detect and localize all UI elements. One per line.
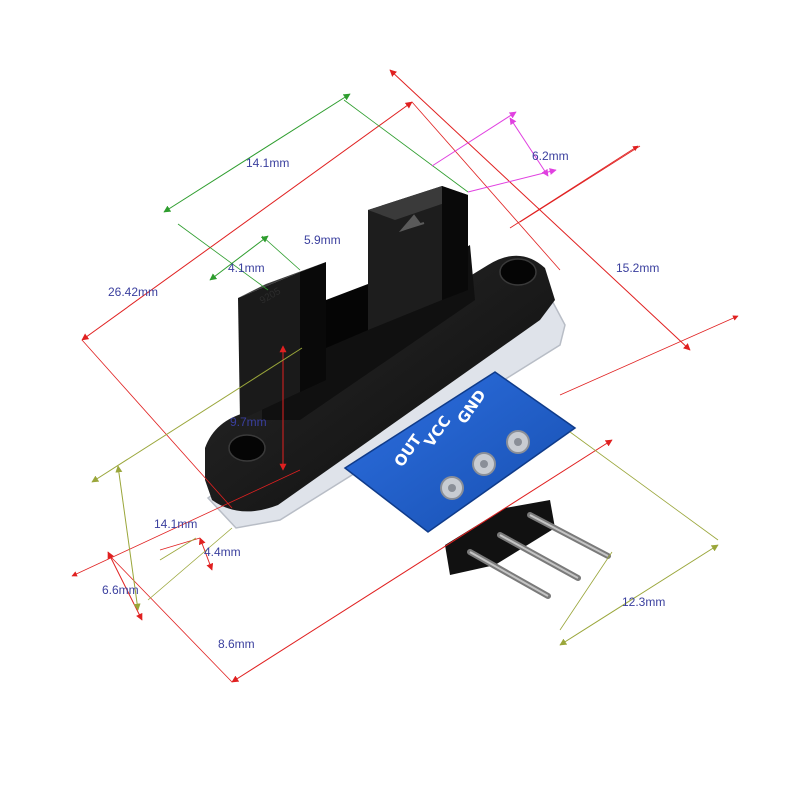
dim-label-14-1-top: 14.1mm [246,156,289,170]
dimension-labels: 14.1mm 6.2mm 5.9mm 26.42mm 4.1mm 15.2mm … [102,149,665,651]
dim-line-12-3 [559,544,719,646]
dim-line-14-1-top [163,93,351,213]
dim-label-26-42: 26.42mm [108,285,158,299]
dim-label-5-9: 5.9mm [304,233,341,247]
dim-line-4-4 [198,537,214,571]
mounting-hole-left [228,434,266,462]
dim-line-14-1-bottom [91,347,303,483]
dim-label-9-7: 9.7mm [230,415,267,429]
mounting-hole-right [499,258,537,286]
dim-label-15-2: 15.2mm [616,261,659,275]
dim-label-14-1-bottom: 14.1mm [154,517,197,531]
dim-line-15-2 [389,69,691,351]
dim-label-6-2: 6.2mm [532,149,569,163]
dim-line-6-2 [431,111,517,167]
dim-label-4-1: 4.1mm [228,261,265,275]
dim-label-6-6: 6.6mm [102,583,139,597]
dim-line-26-42 [81,101,413,341]
dim-label-4-4: 4.4mm [204,545,241,559]
dim-label-12-3: 12.3mm [622,595,665,609]
dimension-lines [71,69,739,683]
dim-line-8-6 [231,439,613,683]
dim-label-8-6: 8.6mm [218,637,255,651]
header-pins [445,500,611,599]
sensor-module: 9205 OUT VCC GND [205,186,611,599]
dim-line-4-1 [209,235,269,281]
